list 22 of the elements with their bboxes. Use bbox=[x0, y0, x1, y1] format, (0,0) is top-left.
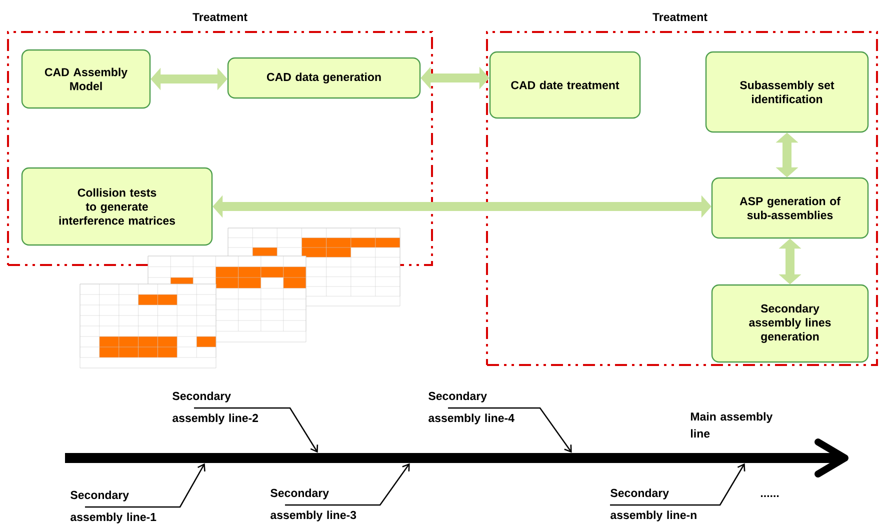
leader-arrow bbox=[285, 463, 410, 506]
leader-arrow bbox=[448, 407, 572, 453]
line-label: Secondary assembly line-n bbox=[610, 488, 696, 522]
frame-heading: Treatment bbox=[652, 13, 708, 22]
leader-arrow bbox=[610, 463, 746, 506]
process-box: CAD data generation bbox=[227, 57, 421, 99]
main-line-arrow bbox=[65, 438, 848, 478]
line-label: Secondary assembly line-2 bbox=[172, 392, 258, 424]
ellipsis-label: ...... bbox=[760, 495, 779, 497]
leader-arrow bbox=[85, 463, 206, 508]
main-line-label: Main assembly line bbox=[690, 412, 773, 438]
process-box: Subassembly set identification bbox=[705, 51, 869, 133]
line-label: Secondary assembly line-4 bbox=[428, 392, 514, 424]
process-box: CAD Assembly Model bbox=[21, 49, 151, 109]
process-box: ASP generation of sub-assemblies bbox=[711, 177, 869, 239]
frame-heading: Treatment bbox=[192, 13, 248, 22]
process-box: Collision tests to generate interference matrices bbox=[21, 167, 213, 246]
line-label: Secondary assembly line-1 bbox=[70, 490, 156, 524]
leader-arrow bbox=[194, 407, 318, 453]
process-box: Secondary assembly lines generation bbox=[711, 284, 869, 363]
process-box: CAD date treatment bbox=[489, 51, 641, 119]
line-label: Secondary assembly line-3 bbox=[270, 488, 356, 522]
